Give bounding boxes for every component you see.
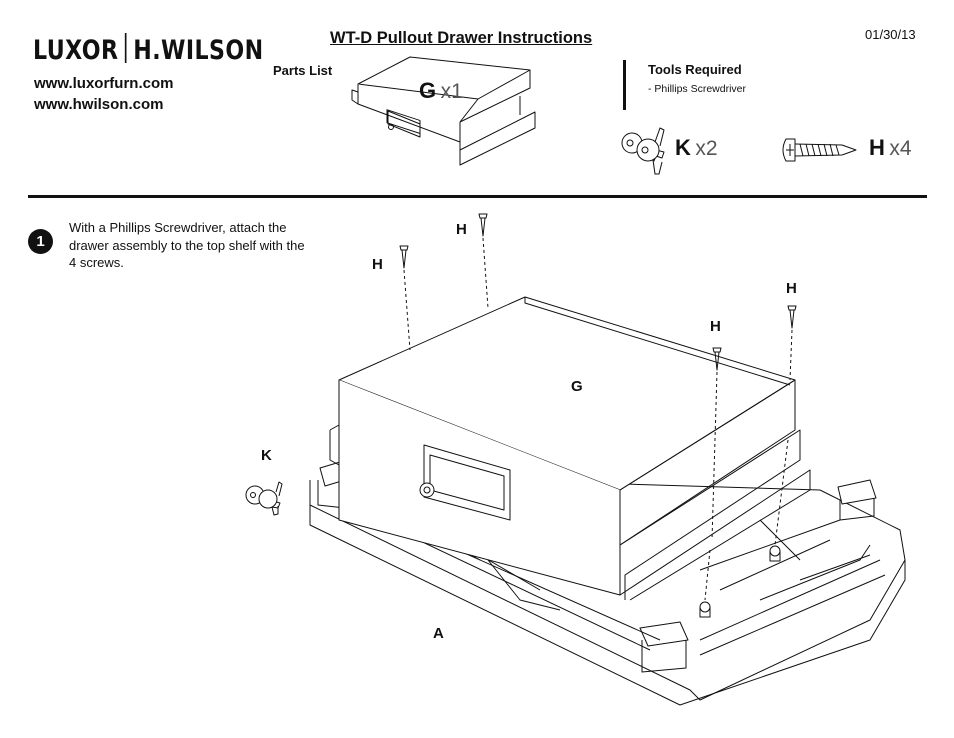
document-date: 01/30/13 (865, 27, 916, 42)
part-qty: x4 (889, 137, 912, 160)
label-screw-h-1: H (372, 256, 383, 273)
part-h-code: H x4 (869, 135, 912, 161)
tools-divider (623, 60, 626, 110)
logo-separator (125, 33, 127, 63)
screw-h-3 (704, 347, 722, 601)
screw-h-4 (774, 305, 797, 546)
drawer-assembly-icon (351, 56, 536, 166)
part-code: H (869, 135, 885, 160)
screw-icon (782, 138, 857, 162)
part-qty: x2 (695, 137, 718, 160)
screw-h-2 (478, 213, 489, 309)
label-screw-h-4: H (786, 280, 797, 297)
label-shelf-a: A (433, 625, 444, 642)
keys-k-icon (245, 481, 283, 516)
part-k-code: K x2 (675, 135, 718, 161)
website-link-hwilson[interactable]: www.hwilson.com (34, 96, 164, 113)
label-screw-h-3: H (710, 318, 721, 335)
website-link-luxor[interactable]: www.luxorfurn.com (34, 75, 174, 92)
label-screw-h-2: H (456, 221, 467, 238)
page-title: WT-D Pullout Drawer Instructions (330, 29, 593, 47)
keys-icon (621, 127, 665, 175)
label-drawer-g: G (571, 378, 583, 395)
part-code: K (675, 135, 691, 160)
label-keys-k: K (261, 447, 272, 464)
part-code: G (419, 78, 437, 103)
step-instruction-text: With a Phillips Screwdriver, attach the … (69, 220, 305, 270)
tools-required-label: Tools Required (648, 62, 742, 77)
logo-luxor: LUXOR (33, 35, 119, 66)
parts-list-label: Parts List (273, 63, 333, 78)
screw-h-1 (399, 245, 411, 351)
step-number-badge: 1 (28, 229, 53, 254)
brand-logo: LUXOR H.WILSON (33, 33, 264, 66)
part-qty: x1 (440, 80, 463, 103)
tool-item: - Phillips Screwdriver (648, 83, 747, 95)
section-divider (28, 195, 927, 198)
part-g-code: G x1 (419, 78, 463, 104)
drawer-assembly-g (329, 296, 811, 601)
logo-hwilson: H.WILSON (133, 35, 264, 66)
